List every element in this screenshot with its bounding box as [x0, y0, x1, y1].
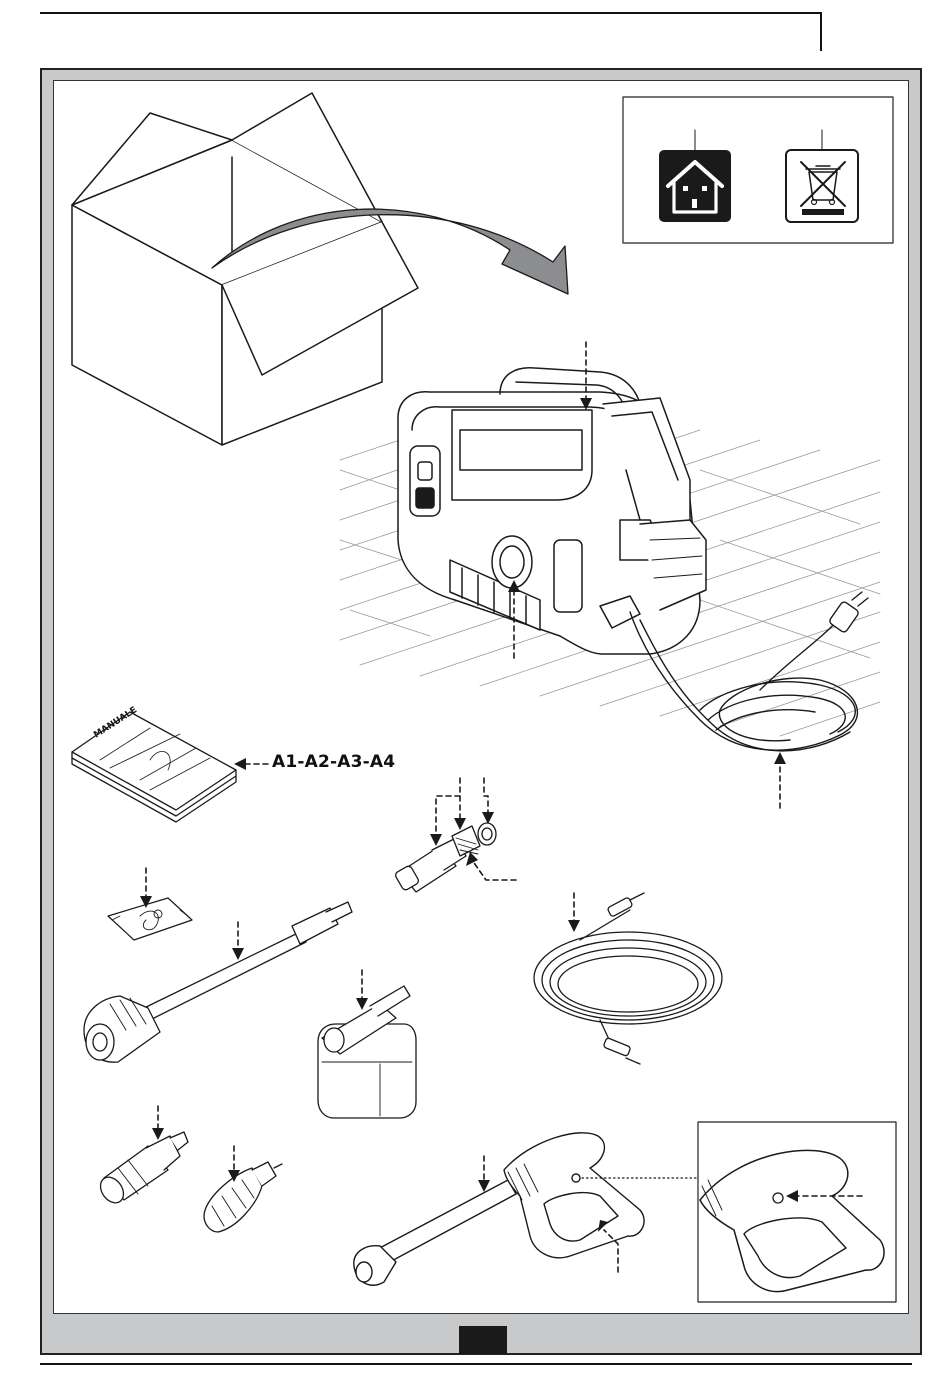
leader-arrow-detergent [356, 970, 368, 1010]
manual-booklet-icon: MANUALE [72, 705, 236, 822]
gun-detail-inset [698, 1122, 896, 1302]
house-icon [659, 150, 731, 222]
spray-gun-icon [354, 1133, 644, 1285]
detergent-bottle-icon [318, 986, 416, 1118]
leader-arrow-nozzle [152, 1106, 164, 1140]
callout-arrow [234, 758, 268, 770]
hose-adapter-icon [394, 823, 496, 892]
parts-bag-icon [108, 898, 192, 940]
adjustable-nozzle-icon [96, 1132, 188, 1207]
manual-callout-label: A1-A2-A3-A4 [272, 752, 395, 772]
leader-arrow-lance [232, 922, 244, 960]
pressure-washer-icon [398, 368, 706, 654]
leader-arrow-bag [140, 868, 152, 908]
open-box-icon [72, 93, 418, 445]
turbo-nozzle-icon [204, 1162, 282, 1232]
crossed-bin-icon [786, 150, 858, 222]
leader-arrow-hose [568, 893, 580, 932]
high-pressure-hose-icon [534, 893, 722, 1064]
